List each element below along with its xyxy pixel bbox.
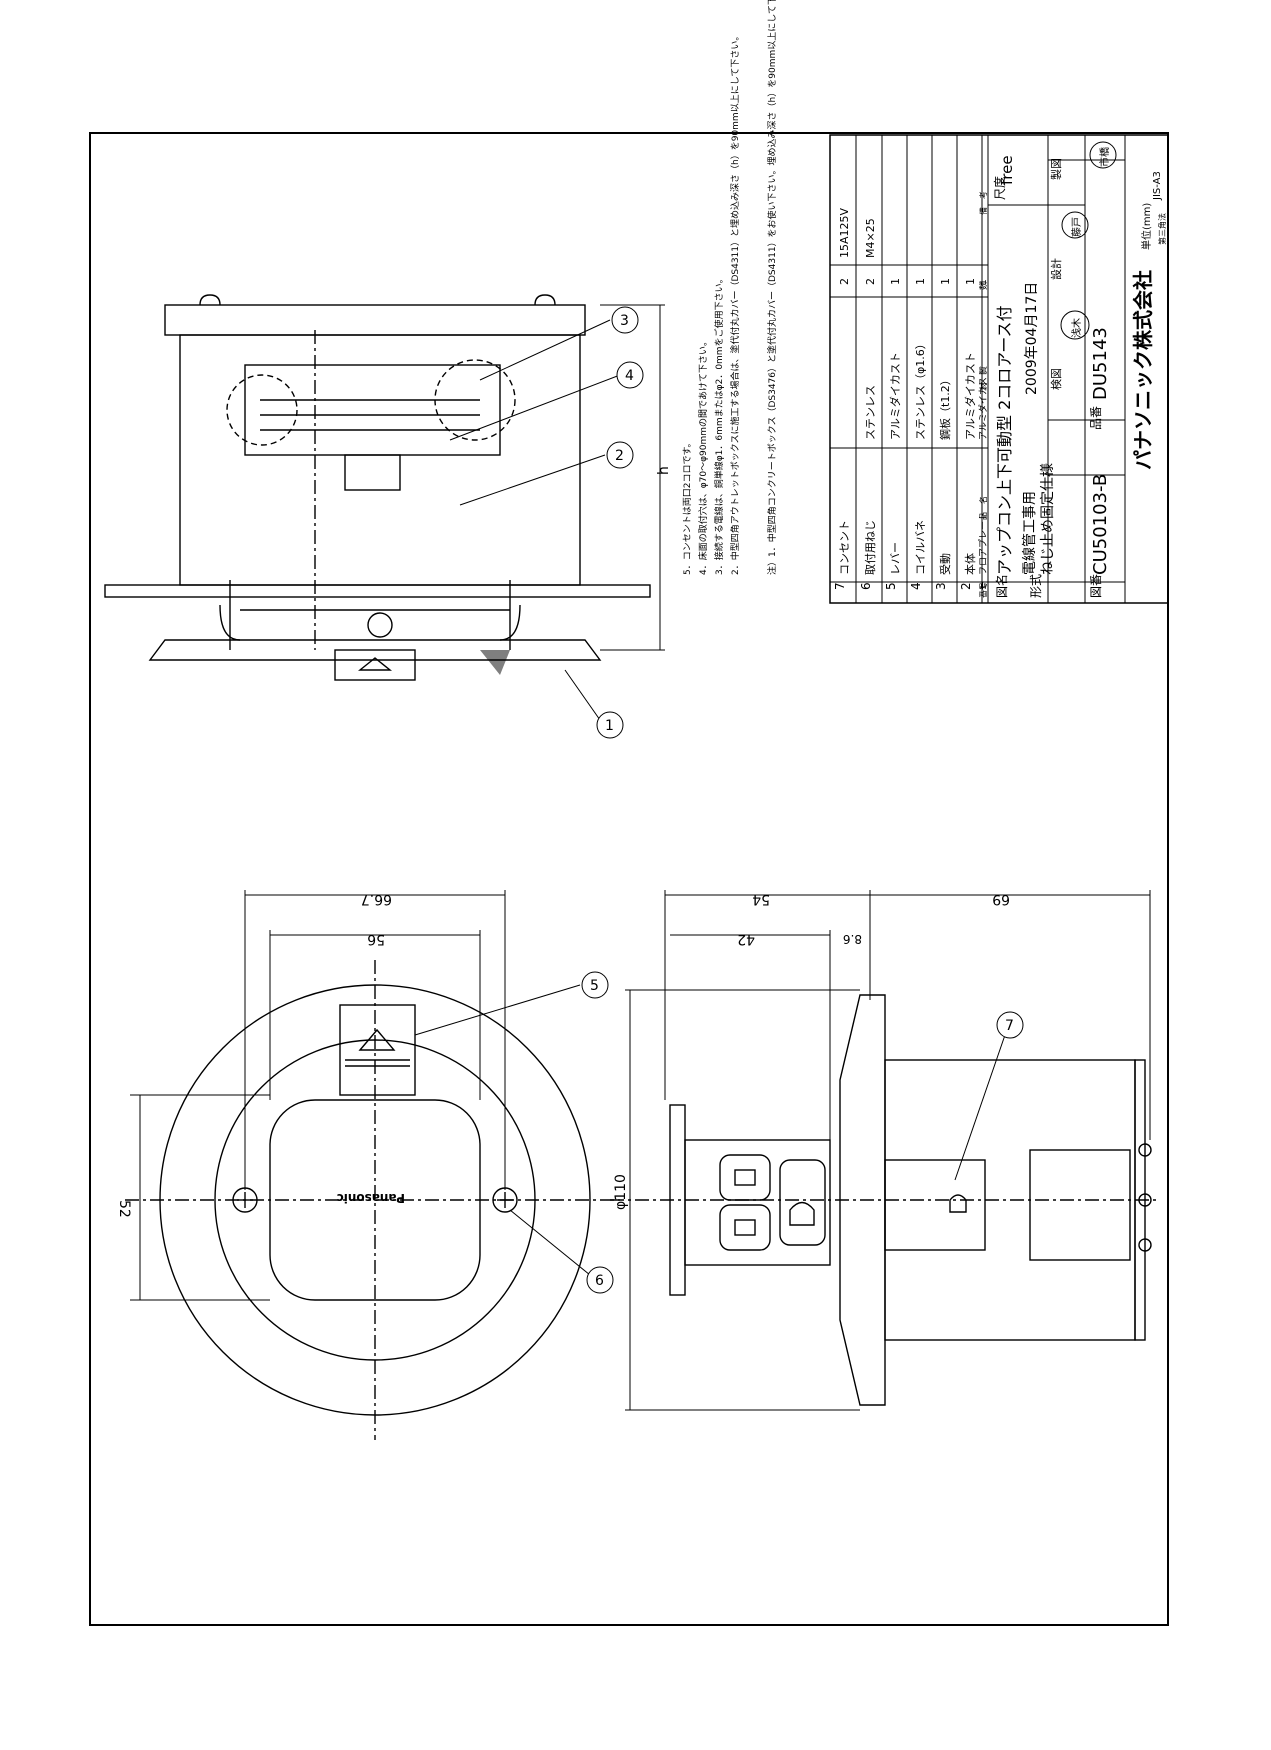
callout-lines-top — [449, 319, 621, 721]
parts-no-7: 7 — [833, 582, 847, 590]
title-block: 7 コンセント 2 15A125V 6 取付用ねじ ステンレス 2 M4×25 … — [829, 134, 1169, 604]
tb-name: アップコン上下可動型 2コロアース付 — [995, 305, 1014, 575]
dim-h: h — [656, 466, 672, 475]
parts-qty-3: 1 — [939, 278, 952, 285]
parts-name-6: 取付用ねじ — [864, 520, 877, 575]
dim-8-6: 8.6 — [843, 932, 862, 946]
tb-hinban-label: 品番 — [1089, 406, 1103, 430]
parts-no-3: 3 — [934, 582, 948, 590]
callout-6-label: 6 — [595, 1273, 604, 1289]
parts-mat-4: ステンレス（φ1.6） — [914, 338, 927, 440]
brand-logo: Panasonic — [337, 1191, 405, 1205]
callout-2-label: 2 — [615, 448, 624, 464]
tb-role-check: 検図 — [1049, 368, 1063, 390]
tb-type-line1: 電線管工事用 — [1022, 491, 1038, 575]
callout-1 — [596, 711, 624, 739]
note-4: 4．床面の取付穴は、φ70～φ90mmの間であけて下さい。 — [697, 337, 709, 575]
notes-block: 5．コンセントは両口2コロです。 4．床面の取付穴は、φ70～φ90mmの間であ… — [682, 0, 778, 575]
note-2: 2．中型四角アウトレットボックスに施工する場合は、塗代付丸カバー（DS4311）… — [729, 32, 741, 575]
callout-1-label: 1 — [605, 718, 614, 734]
tb-role-draw: 製図 — [1049, 158, 1063, 180]
tb-company: パナソニック株式会社 — [1131, 270, 1155, 470]
stamp-fujito-text: 藤戸 — [1071, 217, 1083, 237]
tb-type-label: 形式 — [1029, 574, 1043, 598]
parts-qty-6: 2 — [864, 278, 877, 285]
parts-remark-7: 15A125V — [838, 207, 851, 258]
parts-name-3: 受動 — [938, 553, 952, 575]
tb-scale: free — [998, 155, 1016, 185]
parts-no-6: 6 — [859, 582, 873, 590]
callout-2 — [606, 441, 634, 469]
tb-drawing-no: CU50103-B — [1090, 474, 1111, 575]
parts-qty-2: 1 — [964, 278, 977, 285]
note-5: 5．コンセントは両口2コロです。 — [682, 438, 693, 575]
parts-mat-5: アルミダイカスト — [888, 352, 902, 440]
plan-view — [125, 890, 620, 1440]
parts-mat-1: アルミダイカスト — [977, 368, 989, 440]
tb-scale-label: 尺度 — [992, 176, 1007, 200]
tb-paper: JIS-A3 — [1152, 171, 1163, 201]
callout-5 — [581, 971, 609, 999]
parts-name-4: コイルバネ — [914, 520, 927, 575]
stamp-ichihashi — [1089, 141, 1117, 169]
parts-mat-6: ステンレス — [864, 385, 877, 440]
parts-no-2: 2 — [959, 582, 973, 590]
parts-header-material: 材 質 — [978, 366, 988, 390]
stamp-fujito — [1061, 211, 1089, 239]
tb-unit: 単位(mm) — [1140, 203, 1153, 250]
dim-52: 52 — [116, 1200, 132, 1218]
tb-role-design: 設計 — [1049, 258, 1063, 280]
parts-name-7: コンセント — [838, 520, 851, 575]
parts-no-4: 4 — [909, 582, 923, 590]
stamp-ichihashi-text: 市橋 — [1098, 147, 1111, 167]
parts-mat-2: アルミダイカスト — [963, 352, 977, 440]
callout-7 — [996, 1011, 1024, 1039]
tb-name-label: 図名 — [994, 574, 1009, 598]
callout-3-label: 3 — [620, 313, 629, 329]
note-3: 3．接続する電線は、銅単線φ1．6mmまたはφ2．0mmをご使用下さい。 — [713, 274, 725, 575]
callout-5-label: 5 — [590, 978, 599, 994]
tb-hinban: DU5143 — [1090, 327, 1111, 400]
parts-remark-6: M4×25 — [864, 218, 877, 258]
parts-header-remark: 備 考 — [978, 191, 988, 215]
side-view — [610, 890, 1160, 1411]
parts-name-2: 本体 — [963, 553, 977, 575]
callout-bubbles-top: 1 2 4 3 — [596, 306, 644, 739]
parts-header-name: 品 名 — [978, 496, 988, 520]
parts-qty-5: 1 — [889, 278, 902, 285]
tb-no-label: 図番 — [1089, 574, 1103, 598]
dim-69: 69 — [992, 891, 1010, 907]
callout-4-label: 4 — [625, 368, 634, 384]
parts-qty-7: 2 — [838, 278, 851, 285]
dim-66-7: 66.7 — [361, 891, 392, 907]
dim-54: 54 — [752, 891, 770, 907]
dim-56: 56 — [367, 931, 385, 947]
callout-3 — [611, 306, 639, 334]
callout-6 — [586, 1266, 614, 1294]
tb-projection: 第三角法 — [1157, 213, 1167, 245]
parts-qty-4: 1 — [914, 278, 927, 285]
callout-7-label: 7 — [1005, 1018, 1014, 1034]
callout-lines-plan — [414, 984, 591, 1276]
parts-no-5: 5 — [884, 582, 898, 590]
parts-mat-3: 鋼板（t1.2） — [938, 374, 952, 440]
callout-4 — [616, 361, 644, 389]
sheet-border — [89, 132, 1169, 1626]
section-view — [104, 294, 665, 681]
note-1: 注）1．中型四角コンクリートボックス（DS3476）と塗代付丸カバー（DS431… — [766, 0, 778, 575]
callout-line-7 — [954, 1034, 1006, 1181]
stamp-asaki — [1060, 310, 1090, 340]
parts-no-1: 1 — [979, 584, 989, 590]
tb-type-line2: ねじ止め固定仕様 — [1040, 463, 1056, 575]
dim-110: φ110 — [613, 1174, 629, 1210]
parts-name-5: レバー — [889, 542, 902, 575]
tb-date: 2009年04月17日 — [1024, 282, 1040, 395]
parts-qty-1: 1 — [979, 279, 989, 285]
stamp-asaki-text: 浅木 — [1070, 318, 1083, 338]
parts-name-1: フロアプレート — [978, 512, 989, 575]
parts-header-no: 番号 — [978, 582, 988, 598]
dim-42: 42 — [737, 931, 755, 947]
parts-header-qty: 数 — [978, 282, 988, 290]
